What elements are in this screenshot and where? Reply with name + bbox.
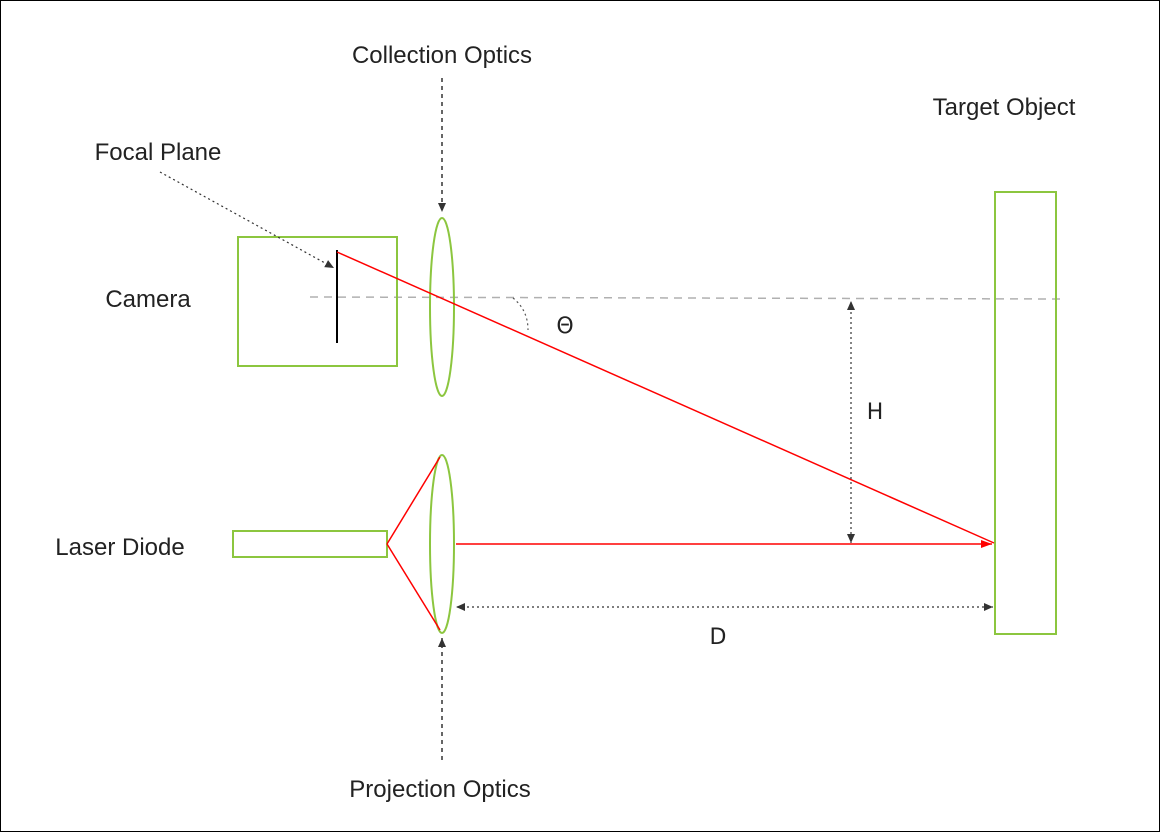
target-object-label: Target Object <box>933 94 1076 121</box>
laser-beam-lower <box>386 543 441 631</box>
camera-box <box>237 236 398 367</box>
theta-label: Θ <box>556 314 573 339</box>
target-object-box <box>994 191 1057 635</box>
optical-axis <box>309 296 1061 300</box>
theta-arc <box>512 297 529 331</box>
distance-label: D <box>710 625 727 650</box>
reflected-beam <box>336 251 995 544</box>
laser-diode-box <box>232 530 388 558</box>
height-label: H <box>867 400 884 425</box>
laser-diode-label: Laser Diode <box>55 534 184 561</box>
collection-lens <box>429 217 455 397</box>
projection-lens <box>429 454 455 634</box>
laser-beam-upper <box>386 456 441 545</box>
focal-plane-pointer <box>159 171 335 269</box>
collection-optics-label: Collection Optics <box>352 42 532 69</box>
camera-label: Camera <box>105 286 191 313</box>
focal-plane-label: Focal Plane <box>95 139 222 166</box>
projection-optics-label: Projection Optics <box>349 776 530 803</box>
